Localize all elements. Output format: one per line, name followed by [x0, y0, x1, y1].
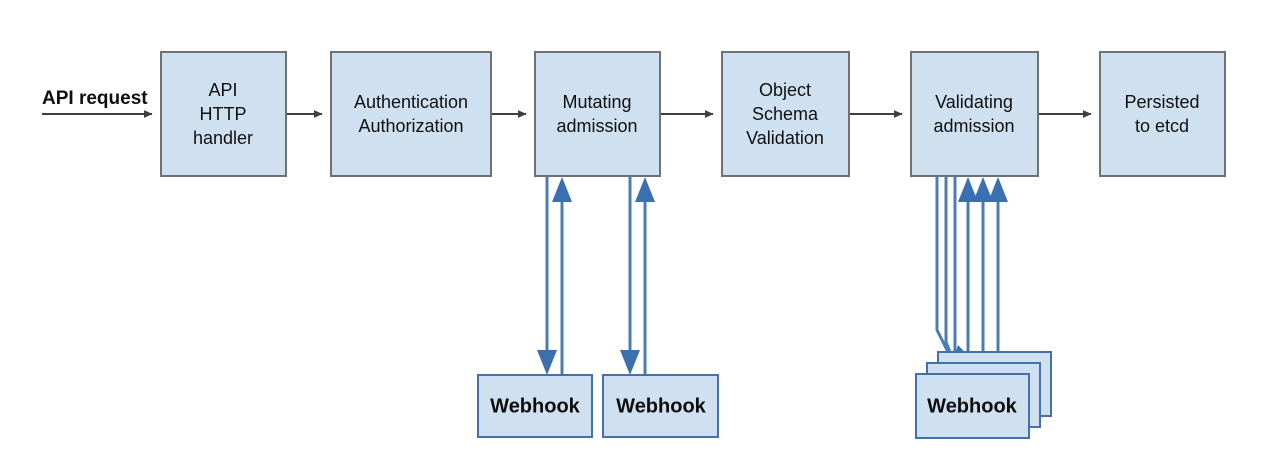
node-object-schema-validation-box[interactable]: [721, 51, 850, 177]
return-arrowhead-validating-webhook-2: [973, 177, 993, 202]
node-api-http-handler-line-3: handler: [193, 128, 253, 148]
return-arrowhead-mutating-webhook-1: [552, 177, 572, 202]
node-object-schema-validation-line-1: Object: [759, 80, 811, 100]
node-authentication-authorization-line-1: Authentication: [354, 92, 468, 112]
node-object-schema-validation[interactable]: Object Schema Validation: [721, 51, 850, 177]
node-api-http-handler-box[interactable]: [160, 51, 287, 177]
node-validating-admission[interactable]: Validating admission: [910, 51, 1039, 177]
call-line-validating-webhook-2: [944, 176, 952, 353]
webhook-stack-label: Webhook: [927, 395, 1018, 417]
entry-label: API request: [42, 88, 148, 109]
node-authentication-authorization-box[interactable]: [330, 51, 492, 177]
node-authentication-authorization-line-2: Authorization: [358, 116, 463, 136]
node-object-schema-validation-line-2: Schema: [752, 104, 819, 124]
call-arrowhead-mutating-webhook-2: [620, 350, 640, 375]
node-validating-admission-line-2: admission: [933, 116, 1014, 136]
node-persisted-to-etcd[interactable]: Persisted to etcd: [1099, 51, 1226, 177]
webhook-mutating-1-label: Webhook: [490, 395, 581, 417]
webhook-mutating-2[interactable]: Webhook: [602, 374, 719, 438]
node-persisted-to-etcd-line-1: Persisted: [1124, 92, 1199, 112]
return-arrowhead-validating-webhook-3: [988, 177, 1008, 202]
mutating-webhook-connectors: [537, 176, 655, 375]
webhook-mutating-1[interactable]: Webhook: [477, 374, 593, 438]
webhook-mutating-2-label: Webhook: [616, 395, 707, 417]
node-mutating-admission[interactable]: Mutating admission: [534, 51, 661, 177]
return-arrowhead-validating-webhook-1: [958, 177, 978, 202]
node-validating-admission-line-1: Validating: [935, 92, 1013, 112]
node-persisted-to-etcd-line-2: to etcd: [1135, 116, 1189, 136]
node-authentication-authorization[interactable]: Authentication Authorization: [330, 51, 492, 177]
node-mutating-admission-box[interactable]: [534, 51, 661, 177]
node-mutating-admission-line-2: admission: [556, 116, 637, 136]
call-arrowhead-mutating-webhook-1: [537, 350, 557, 375]
webhook-mutating-2-box[interactable]: [602, 374, 719, 438]
webhook-stack-layer-front[interactable]: [915, 373, 1030, 439]
node-api-http-handler[interactable]: API HTTP handler: [160, 51, 287, 177]
webhook-validating-stack[interactable]: Webhook: [915, 351, 1052, 439]
call-line-validating-webhook-1: [946, 176, 957, 367]
return-arrowhead-mutating-webhook-2: [635, 177, 655, 202]
node-api-http-handler-line-2: HTTP: [200, 104, 247, 124]
node-validating-admission-box[interactable]: [910, 51, 1039, 177]
node-object-schema-validation-line-3: Validation: [746, 128, 824, 148]
webhook-mutating-1-box[interactable]: [477, 374, 593, 438]
node-persisted-to-etcd-box[interactable]: [1099, 51, 1226, 177]
entry-connector: API request: [42, 88, 153, 118]
node-mutating-admission-line-1: Mutating: [562, 92, 631, 112]
node-api-http-handler-line-1: API: [208, 80, 237, 100]
